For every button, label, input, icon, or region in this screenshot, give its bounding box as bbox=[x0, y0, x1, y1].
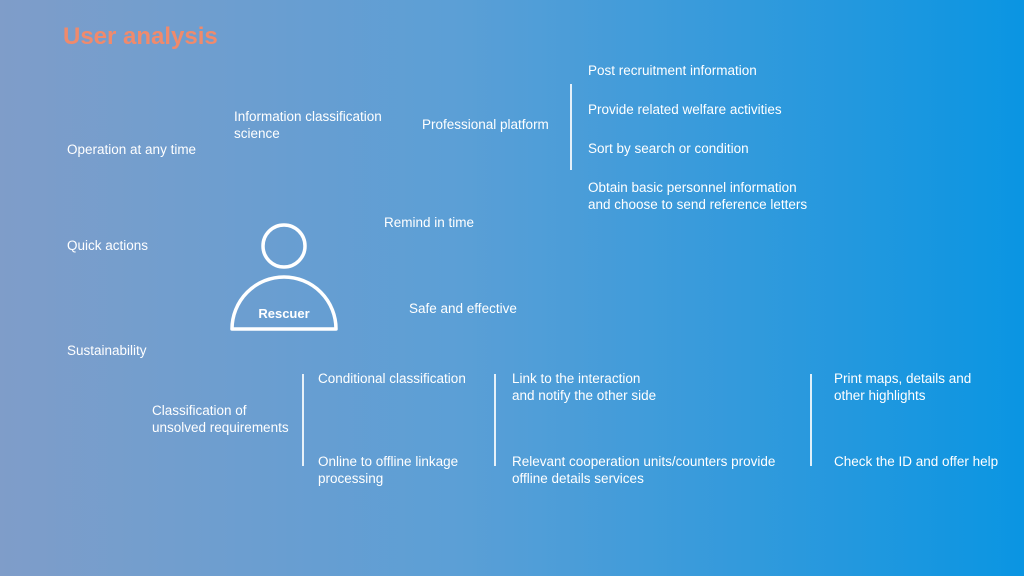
persona-label: Rescuer bbox=[258, 306, 310, 321]
conditional-classification-label: Conditional classification bbox=[318, 371, 466, 386]
platform-item-personnel: Obtain basic personnel information and c… bbox=[588, 180, 808, 212]
online-offline-label: Online to offline linkage processing bbox=[318, 454, 459, 486]
safe-effective-label: Safe and effective bbox=[409, 301, 517, 316]
platform-item-recruitment: Post recruitment information bbox=[588, 63, 757, 78]
professional-platform-label: Professional platform bbox=[422, 117, 549, 132]
info-classification-label: Information classification science bbox=[234, 109, 382, 141]
print-maps-label: Print maps, details and other highlights bbox=[834, 371, 972, 403]
divider-conditional bbox=[302, 374, 304, 466]
page-title: User analysis bbox=[63, 23, 218, 50]
platform-item-sort: Sort by search or condition bbox=[588, 141, 749, 156]
divider-print bbox=[810, 374, 812, 466]
check-id-label: Check the ID and offer help bbox=[834, 454, 999, 469]
quick-actions-label: Quick actions bbox=[67, 238, 149, 253]
cooperation-units-label: Relevant cooperation units/counters prov… bbox=[512, 454, 776, 486]
remind-in-time-label: Remind in time bbox=[384, 215, 475, 230]
platform-divider bbox=[570, 84, 572, 170]
divider-link bbox=[494, 374, 496, 466]
sustainability-label: Sustainability bbox=[67, 343, 147, 358]
person-icon bbox=[230, 223, 338, 331]
operation-any-time-label: Operation at any time bbox=[67, 142, 197, 157]
classification-unsolved-label: Classification of unsolved requirements bbox=[152, 403, 289, 435]
platform-item-welfare: Provide related welfare activities bbox=[588, 102, 782, 117]
link-interaction-label: Link to the interaction and notify the o… bbox=[512, 371, 657, 403]
